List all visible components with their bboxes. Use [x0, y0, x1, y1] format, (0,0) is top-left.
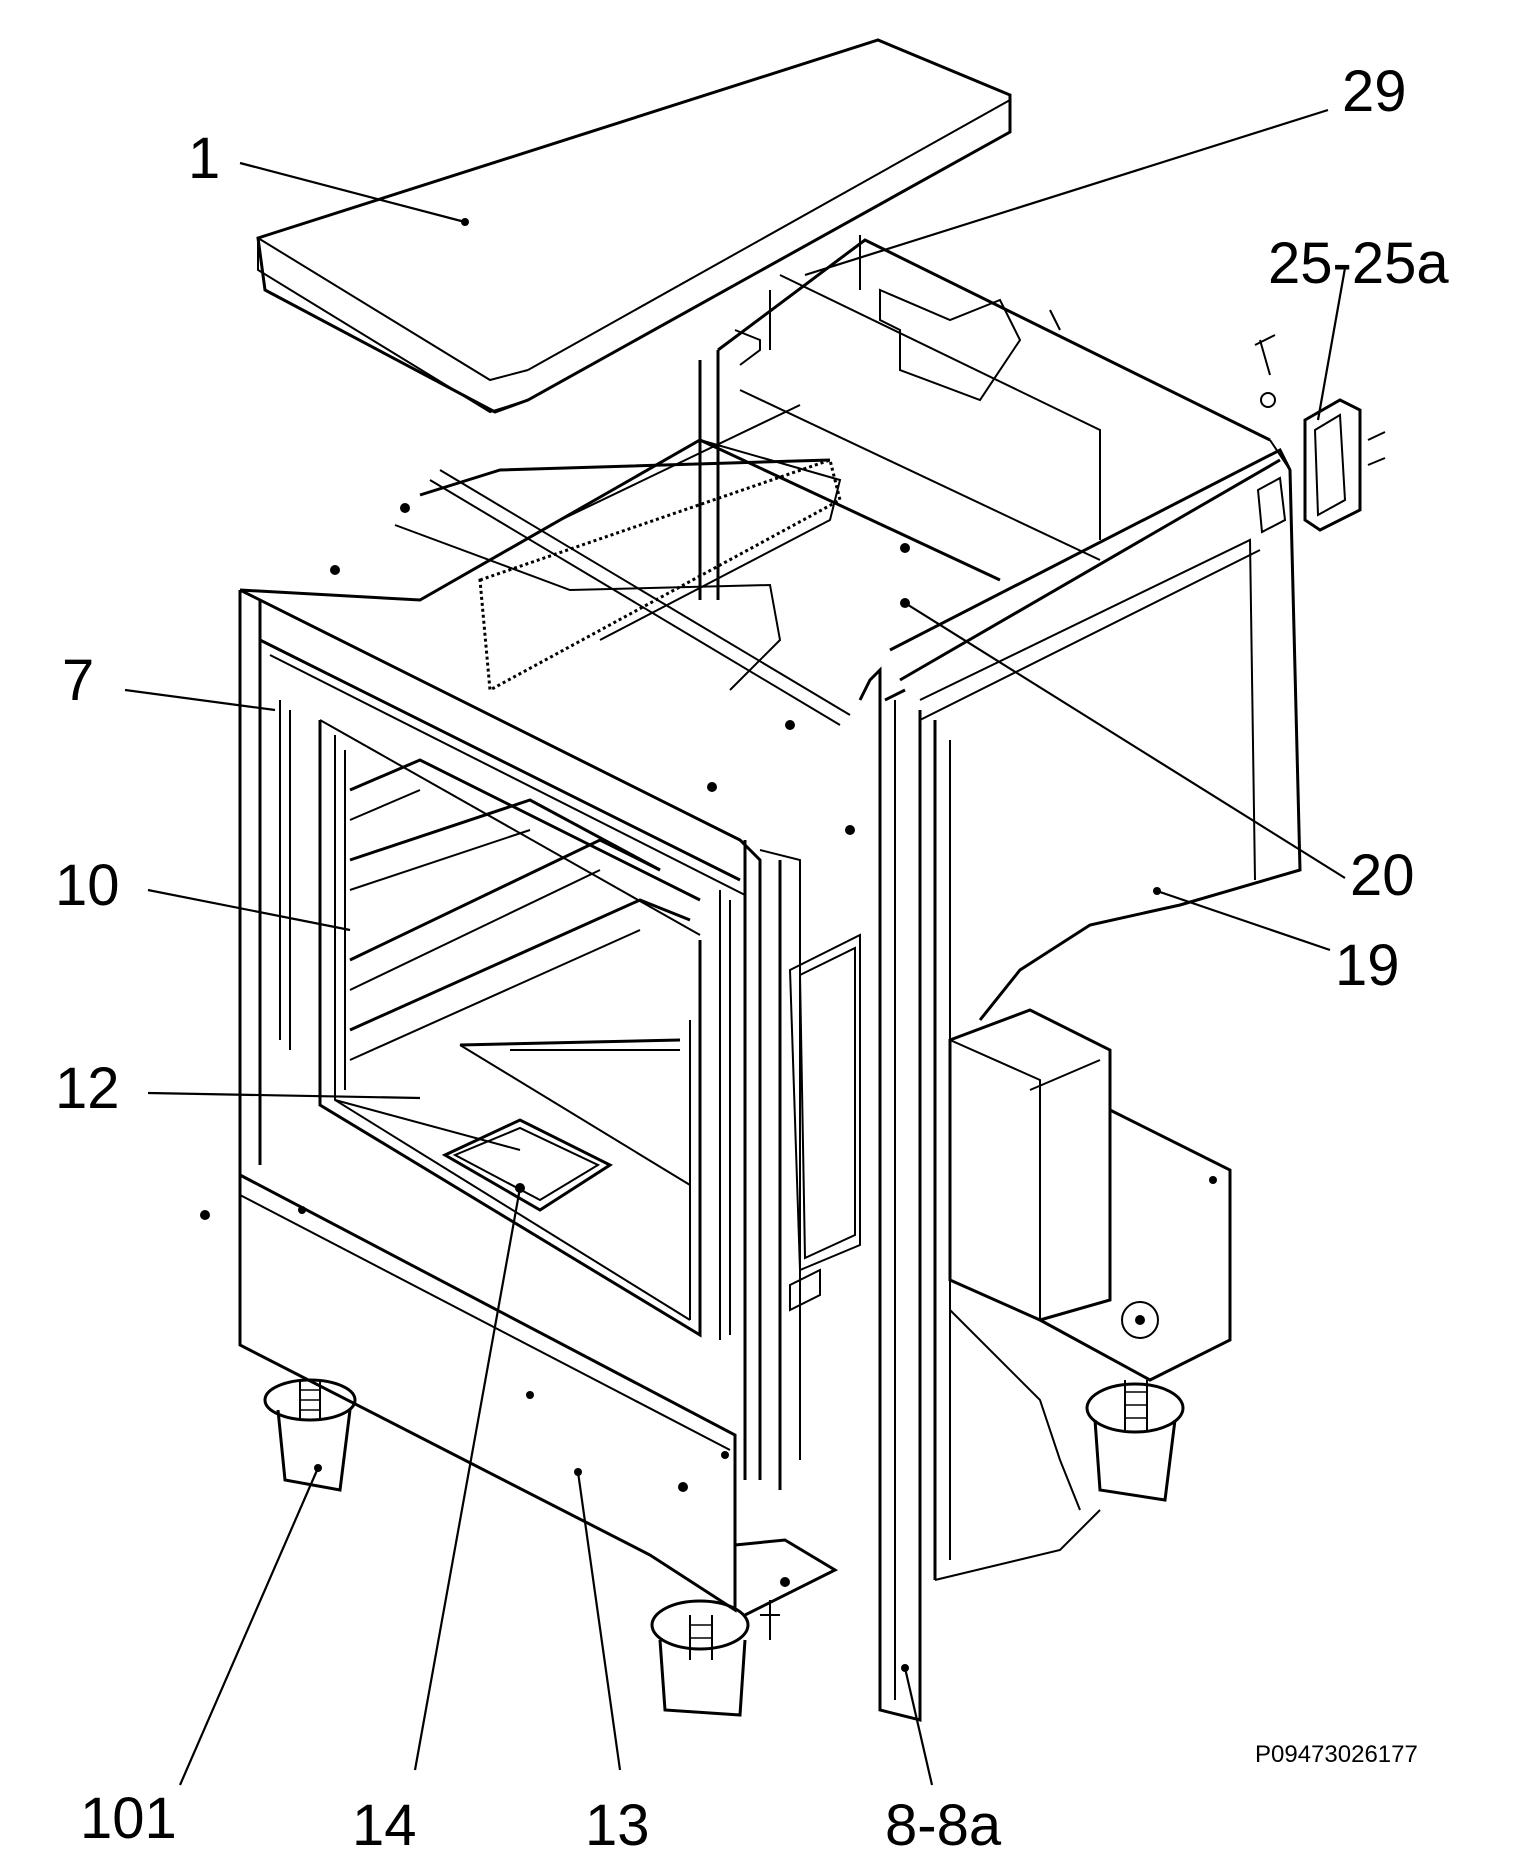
adjustable-foot-rear [1085, 1380, 1185, 1502]
side-window [788, 933, 861, 1312]
front-frame [238, 588, 801, 1490]
callout-13: 13 [585, 1793, 650, 1858]
worktop-panel [256, 38, 1012, 414]
right-side-panel [889, 439, 1302, 1021]
callout-14: 14 [352, 1793, 417, 1858]
motor-housing [948, 1008, 1232, 1511]
base-plinth [200, 1172, 839, 1617]
leader-29 [804, 108, 1329, 277]
callout-101: 101 [80, 1786, 177, 1851]
rear-frame [698, 235, 1271, 600]
leader-8-8a [903, 1667, 934, 1786]
callout-25-25a: 25-25a [1268, 231, 1449, 296]
callout-29: 29 [1342, 59, 1407, 124]
leader-10 [147, 888, 351, 932]
leader-1 [239, 161, 466, 224]
callout-1: 1 [188, 126, 220, 191]
oven-cavity [318, 719, 702, 1338]
hinge-bracket [1254, 334, 1386, 534]
leader-7 [124, 688, 276, 712]
adjustable-foot-front [650, 1599, 780, 1717]
callout-8-8a: 8-8a [885, 1793, 1002, 1858]
leader-101 [178, 1467, 320, 1786]
carcass-top [239, 404, 1001, 835]
callout-20: 20 [1350, 843, 1415, 908]
leader-13 [576, 1471, 622, 1771]
leader-19 [1156, 889, 1331, 952]
drawing-code: P09473026177 [1255, 1741, 1418, 1768]
callout-10: 10 [55, 853, 120, 918]
leader-20 [904, 602, 1346, 879]
leader-12 [147, 1091, 421, 1100]
callout-7: 7 [62, 648, 94, 713]
leader-25-25a [1316, 267, 1347, 421]
callout-12: 12 [55, 1056, 120, 1121]
callout-19: 19 [1335, 933, 1400, 998]
leader-14 [413, 1187, 522, 1771]
leader-lines [124, 108, 1347, 1786]
door [858, 458, 1281, 1722]
